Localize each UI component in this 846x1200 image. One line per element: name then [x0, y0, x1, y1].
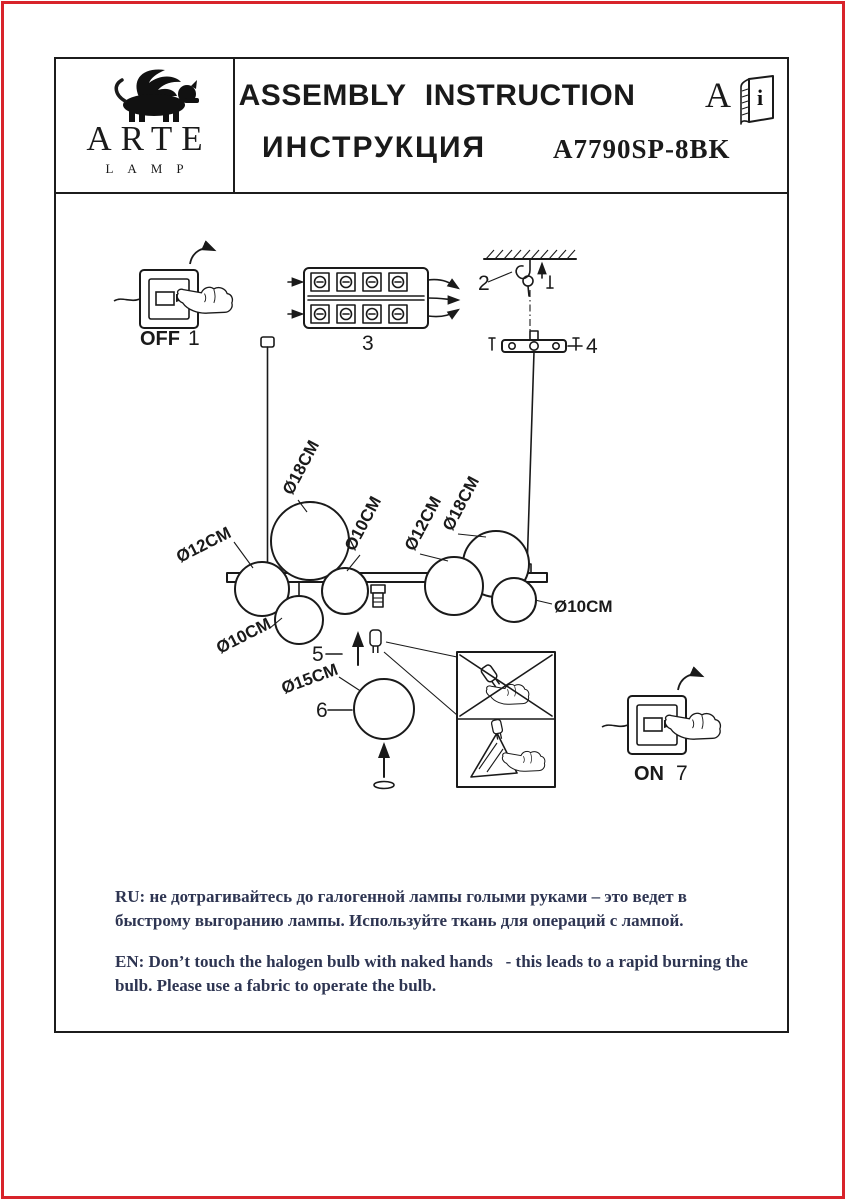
step-number-3: 3 [362, 332, 374, 355]
label-d18-right: Ø18CM [439, 473, 483, 534]
empty-socket [370, 584, 386, 608]
info-glyph: i [757, 85, 763, 110]
sphere-10cm-bottom-left [274, 595, 324, 645]
note-russian: RU: не дотрагивайтесь до галогенной ламп… [115, 887, 692, 931]
label-off: OFF [140, 328, 180, 350]
step2-ceiling-hook: 2 [478, 249, 577, 338]
fixture-bar [226, 572, 548, 583]
step-number-6: 6 [316, 699, 328, 722]
sphere-10cm-right [491, 577, 537, 623]
assembly-diagram: OFF 1 [56, 192, 722, 790]
step-number-7: 7 [676, 762, 688, 785]
step1-power-off: OFF 1 [114, 248, 234, 350]
title-english: ASSEMBLY INSTRUCTION [238, 79, 636, 112]
step4-mounting-bracket: 4 [488, 330, 598, 358]
note-english: EN: Don’t touch the halogen bulb with na… [115, 952, 753, 996]
warning-notes: RU: не дотрагивайтесь до галогенной ламп… [115, 885, 763, 1016]
halogen-warning-box [456, 651, 556, 788]
warning-no-bare-hands [459, 654, 553, 717]
step-number-2: 2 [478, 272, 490, 295]
model-number: A7790SP-8BK [553, 134, 731, 164]
label-d10-bottom-left: Ø10CM [213, 614, 274, 658]
label-d10-top: Ø10CM [341, 493, 385, 554]
sphere-12cm-mid [424, 556, 484, 616]
label-d18-left: Ø18CM [279, 437, 323, 498]
sphere-10cm-top [321, 567, 369, 615]
winged-lion-logo-icon [114, 69, 199, 122]
chandelier-body [226, 336, 548, 645]
step6-lower-sphere: 6 [316, 678, 415, 790]
brand-logo: ARTE LAMP [56, 59, 235, 192]
revision-letter: A [705, 75, 731, 115]
warning-use-fabric [470, 718, 546, 778]
canopy [260, 336, 275, 348]
sphere-15cm [353, 678, 415, 740]
step-number-1: 1 [188, 327, 200, 350]
label-on: ON [634, 763, 664, 785]
document-frame: ARTE LAMP ASSEMBLY INSTRUCTION ИНСТРУКЦИ… [54, 57, 789, 1033]
step7-power-on: ON 7 [602, 674, 722, 785]
suspension-wire-right [526, 351, 535, 571]
header: ARTE LAMP ASSEMBLY INSTRUCTION ИНСТРУКЦИ… [56, 59, 787, 194]
brand-name: ARTE [86, 119, 212, 158]
step5-insert-bulb: 5 [312, 629, 458, 716]
sphere-18cm-left [270, 501, 350, 581]
title-russian: ИНСТРУКЦИЯ [262, 131, 487, 164]
manual-book-icon: i [740, 75, 774, 125]
brand-subname: LAMP [105, 161, 198, 176]
step-number-4: 4 [586, 335, 598, 358]
label-d15: Ø15CM [279, 660, 341, 698]
step-number-5: 5 [312, 643, 324, 666]
ceiling-hatching [485, 249, 576, 260]
label-d12-left: Ø12CM [173, 523, 234, 567]
label-d10-right: Ø10CM [554, 597, 613, 616]
step3-terminal-block: 3 [287, 267, 461, 355]
sphere-12cm-left [234, 561, 290, 617]
